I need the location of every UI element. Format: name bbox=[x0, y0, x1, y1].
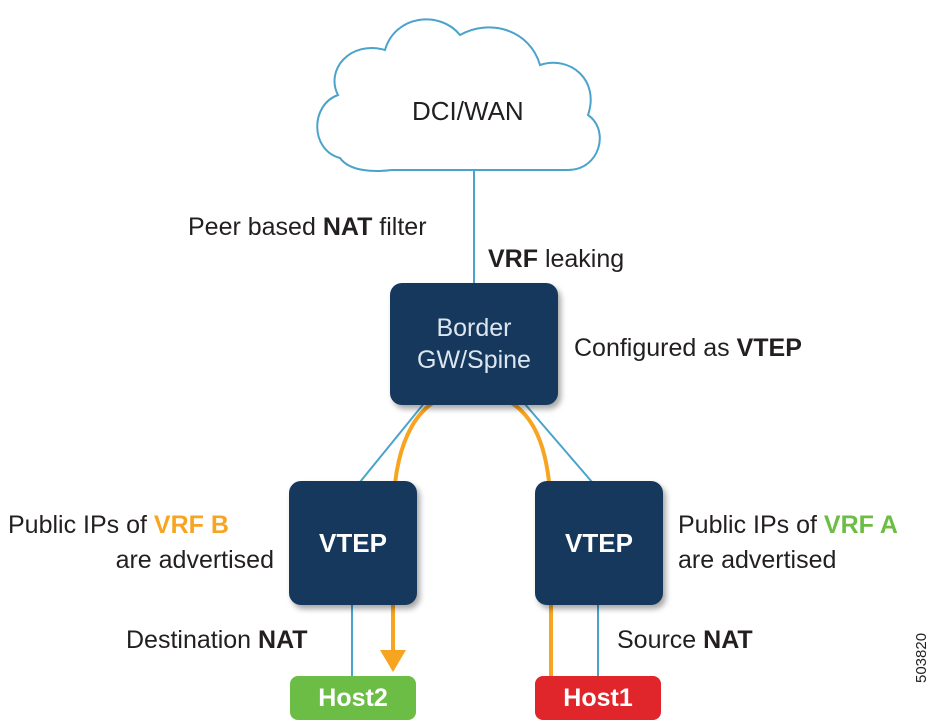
right-public-ips-line1: Public IPs of VRF A bbox=[678, 511, 898, 539]
configured-as-vtep-label: Configured as VTEP bbox=[574, 334, 802, 362]
right-public-ips-line2: are advertised bbox=[678, 546, 837, 574]
vtep-left-box: VTEP bbox=[289, 481, 417, 605]
border-gw-spine-box: Border GW/Spine bbox=[390, 283, 558, 405]
host2-box: Host2 bbox=[290, 676, 416, 720]
vrf-leaking-label: VRF leaking bbox=[488, 245, 625, 273]
cloud-label: DCI/WAN bbox=[412, 96, 524, 126]
border-label-line2: GW/Spine bbox=[417, 346, 531, 374]
host1-box: Host1 bbox=[535, 676, 661, 720]
peer-nat-filter-label: Peer based NAT filter bbox=[188, 213, 427, 241]
left-public-ips-line1: Public IPs of VRF B bbox=[8, 511, 229, 539]
vtep-right-label: VTEP bbox=[565, 527, 633, 558]
vtep-right-box: VTEP bbox=[535, 481, 663, 605]
traffic-arrow-head bbox=[380, 650, 406, 672]
border-label-line1: Border bbox=[436, 314, 512, 342]
source-nat-label: Source NAT bbox=[617, 626, 753, 654]
link-border-right-vtep bbox=[517, 395, 593, 483]
vtep-left-label: VTEP bbox=[319, 527, 387, 558]
left-public-ips-line2: are advertised bbox=[115, 546, 274, 574]
figure-id: 503820 bbox=[913, 632, 930, 683]
link-border-left-vtep bbox=[359, 395, 431, 483]
dci-wan-cloud bbox=[316, 18, 601, 172]
destination-nat-label: Destination NAT bbox=[126, 626, 308, 654]
